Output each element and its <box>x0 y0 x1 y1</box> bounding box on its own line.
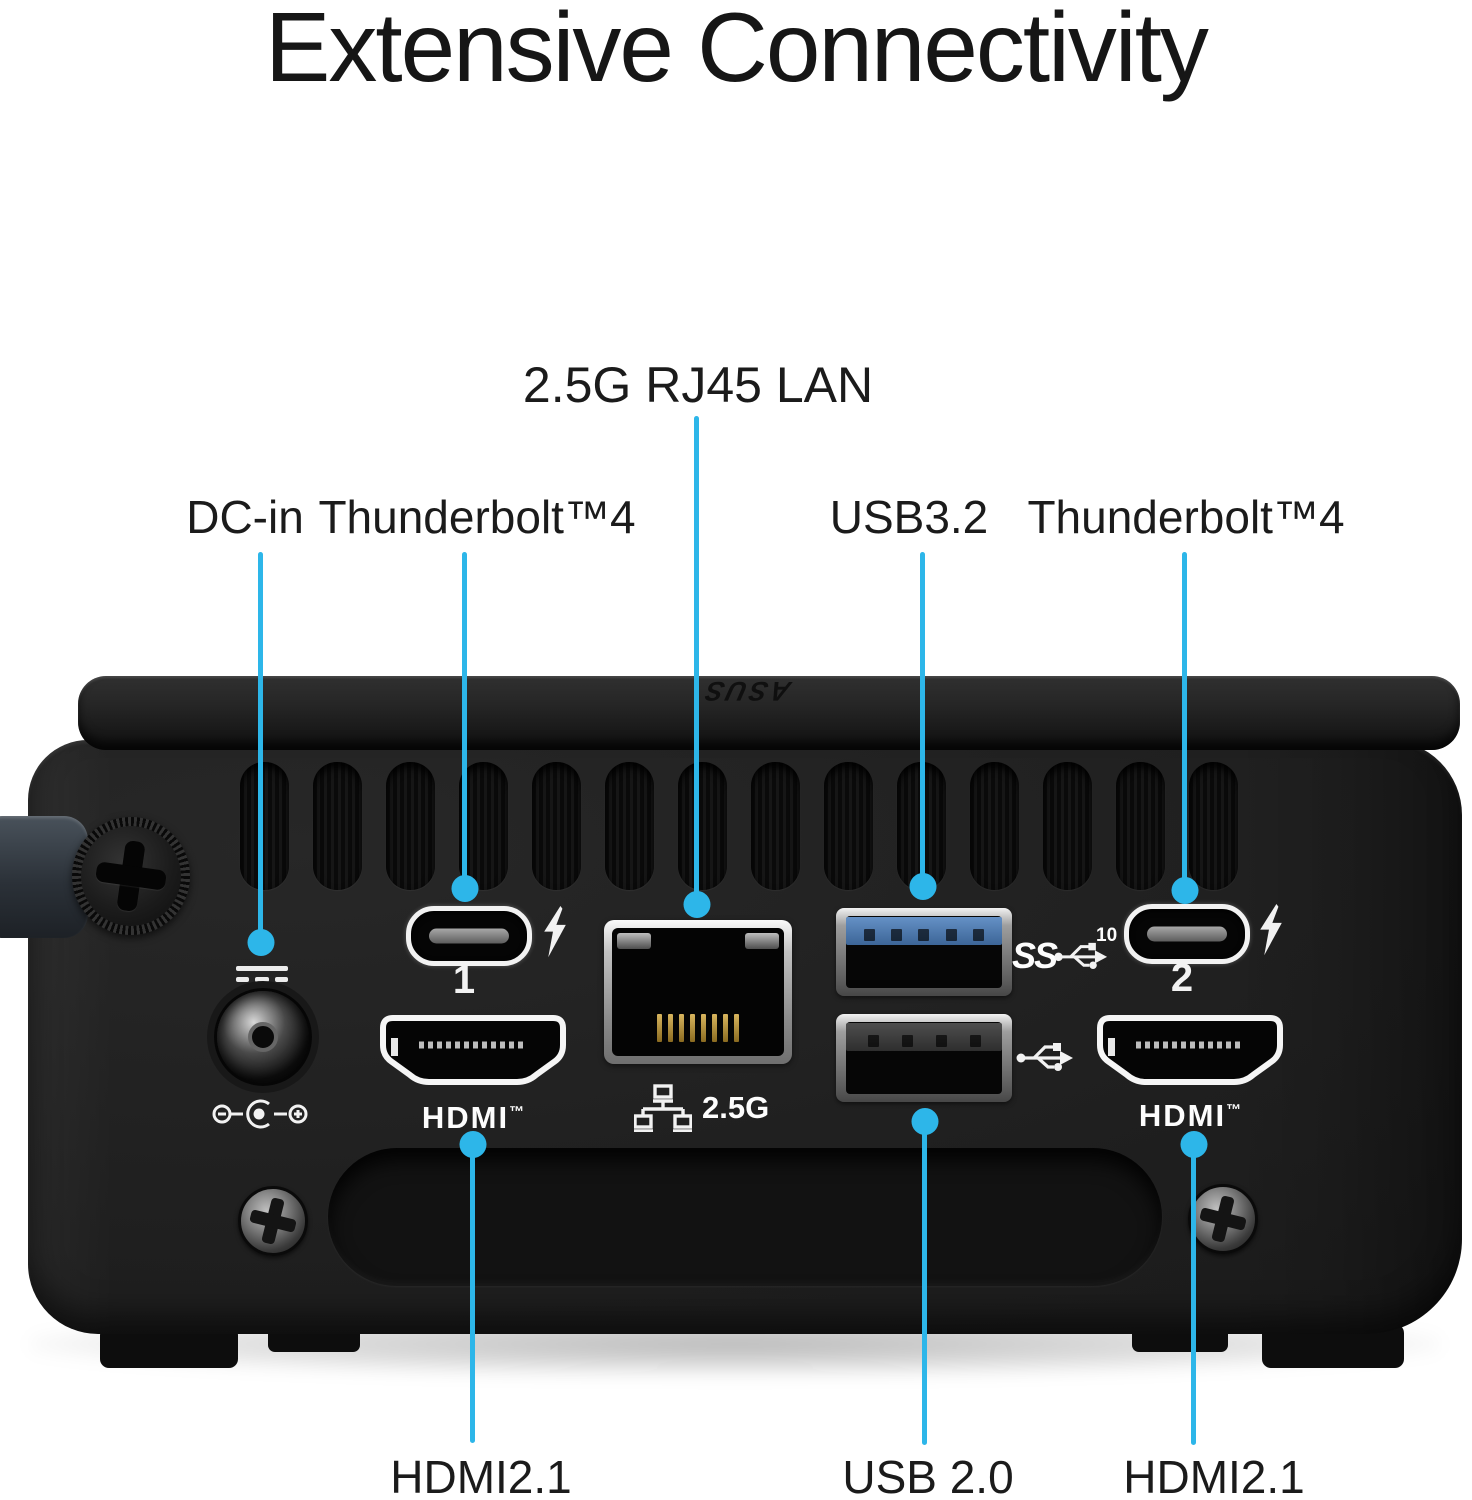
thunderbolt1-usbc-port <box>406 906 532 966</box>
callout-hdmi-bottom-left: HDMI2.1 <box>390 1451 572 1500</box>
vent-slot <box>605 762 654 890</box>
network-icon <box>634 1084 692 1132</box>
usb20-port <box>836 1014 1012 1102</box>
bottom-panel-groove <box>328 1148 1162 1286</box>
usb-ss10-icon: SS 10 <box>1012 925 1118 976</box>
callout-lan: 2.5G RJ45 LAN <box>522 357 874 413</box>
vent-grille <box>240 762 1260 890</box>
rj45-lan-port <box>604 920 792 1064</box>
page-title: Extensive Connectivity <box>265 0 1209 102</box>
brand-logo: ASUS <box>699 676 794 706</box>
thunderbolt2-number: 2 <box>1170 956 1194 1000</box>
dc-in-jack <box>214 988 312 1086</box>
callout-hdmi-bottom-right: HDMI2.1 <box>1123 1451 1305 1500</box>
lan-marking: 2.5G <box>634 1084 769 1132</box>
lan-speed-label: 2.5G <box>702 1090 770 1125</box>
callout-thunderbolt-right: Thunderbolt™4 <box>1027 491 1345 543</box>
thunderbolt1-number: 1 <box>452 958 476 1002</box>
usb32-port <box>836 908 1012 996</box>
vent-slot <box>386 762 435 890</box>
thumbscrew <box>72 817 190 935</box>
usb-trident-icon <box>1054 942 1108 969</box>
leader-line-hdmi-left <box>459 1131 486 1443</box>
leader-line-dc-in <box>247 552 274 956</box>
callout-dc-in: DC-in <box>186 491 304 543</box>
device-top-lid <box>78 676 1460 750</box>
callout-usb20: USB 2.0 <box>842 1451 1014 1500</box>
leader-line-thunderbolt-left <box>451 552 478 902</box>
panel-screw-right <box>1188 1184 1258 1254</box>
polarity-icon <box>212 1099 308 1129</box>
vent-slot <box>1189 762 1238 890</box>
vent-slot <box>1116 762 1165 890</box>
hdmi-logo-right: HDMI™ <box>1138 1098 1242 1133</box>
vent-slot <box>313 762 362 890</box>
leader-line-usb20 <box>911 1108 938 1445</box>
usb2-tongue <box>846 1023 1002 1051</box>
usb-trident-icon <box>1016 1043 1073 1071</box>
callout-usb32: USB3.2 <box>829 491 989 543</box>
vent-slot <box>824 762 873 890</box>
hdmi-port-right <box>1097 1015 1283 1085</box>
leader-line-usb32 <box>909 552 936 900</box>
thunderbolt-icon <box>544 906 566 958</box>
callout-thunderbolt-left: Thunderbolt™4 <box>318 491 636 543</box>
thunderbolt-icon <box>1260 904 1282 956</box>
vent-slot <box>1043 762 1092 890</box>
rj45-pins <box>657 1014 739 1042</box>
vent-slot <box>970 762 1019 890</box>
leader-line-thunderbolt-right <box>1171 552 1198 904</box>
vent-slot <box>240 762 289 890</box>
leader-line-hdmi-right <box>1180 1131 1207 1445</box>
hdmi-port-left <box>380 1015 566 1085</box>
vent-slot <box>459 762 508 890</box>
thunderbolt2-usbc-port <box>1124 904 1250 964</box>
panel-screw-left <box>238 1186 308 1256</box>
usb3-tongue <box>846 917 1002 945</box>
vent-slot <box>751 762 800 890</box>
dc-power-icon <box>236 966 288 982</box>
hdmi-logo-left: HDMI™ <box>421 1100 525 1135</box>
leader-line-lan <box>683 416 710 918</box>
vent-slot <box>532 762 581 890</box>
vent-slot <box>678 762 727 890</box>
